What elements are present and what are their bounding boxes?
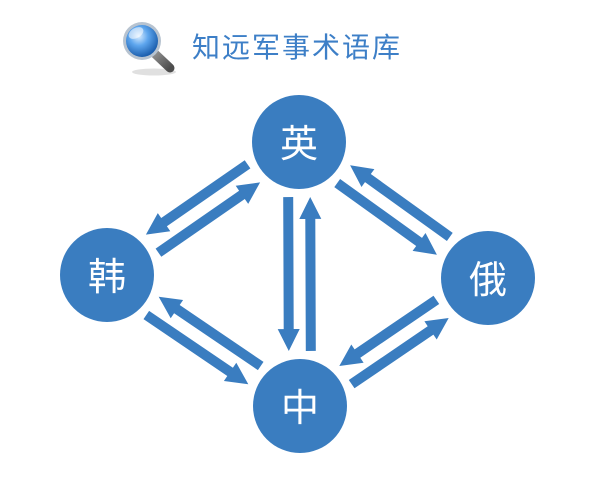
arrow-korean-to-chinese xyxy=(143,310,249,385)
arrow-chinese-to-russian xyxy=(348,318,449,389)
node-label-english: 英 xyxy=(280,122,318,166)
magnifier-icon xyxy=(123,22,176,76)
node-russian: 俄 xyxy=(441,231,535,325)
node-circle-chinese xyxy=(253,359,347,453)
node-circle-russian xyxy=(441,231,535,325)
node-korean: 韩 xyxy=(60,228,154,322)
arrow-english-to-korean xyxy=(145,160,251,235)
arrow-chinese-to-korean xyxy=(158,296,264,371)
node-english: 英 xyxy=(252,95,346,189)
arrow-english-to-russian xyxy=(334,179,437,255)
node-label-chinese: 中 xyxy=(281,386,319,430)
node-label-korean: 韩 xyxy=(88,255,126,299)
app-title: 知远军事术语库 xyxy=(192,31,403,64)
arrow-chinese-to-english xyxy=(299,197,322,351)
node-chinese: 中 xyxy=(253,359,347,453)
header: 知远军事术语库 xyxy=(118,18,402,78)
node-layer: 英韩 俄中 xyxy=(60,95,535,453)
node-label-russian: 俄 xyxy=(469,258,507,302)
node-circle-english xyxy=(252,95,346,189)
arrow-korean-to-english xyxy=(155,182,261,257)
arrow-english-to-chinese xyxy=(277,197,300,351)
arrow-russian-to-chinese xyxy=(339,295,440,366)
edge-layer xyxy=(143,160,453,389)
node-circle-korean xyxy=(60,228,154,322)
arrow-russian-to-english xyxy=(350,165,453,241)
